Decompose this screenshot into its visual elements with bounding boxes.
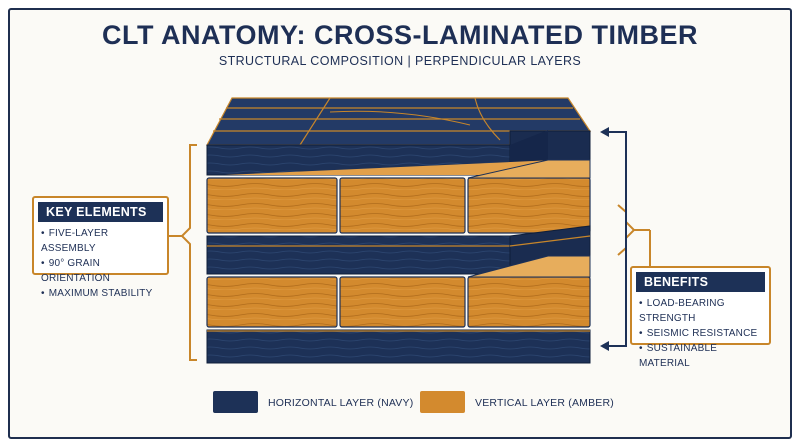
- right-bracket: [617, 204, 651, 268]
- key-element-item: MAXIMUM STABILITY: [41, 286, 161, 301]
- benefit-item: LOAD-BEARING STRENGTH: [639, 296, 763, 326]
- key-elements-callout: KEY ELEMENTS FIVE-LAYER ASSEMBLY 90° GRA…: [32, 196, 169, 299]
- layer-5-horizontal-navy: [206, 329, 591, 364]
- key-element-item: 90° GRAIN ORIENTATION: [41, 256, 161, 286]
- benefits-callout: BENEFITS LOAD-BEARING STRENGTH SEISMIC R…: [630, 266, 771, 369]
- arrow-bottom-icon: [600, 341, 609, 351]
- page-title: CLT ANATOMY: CROSS-LAMINATED TIMBER: [102, 20, 698, 50]
- legend-swatch-navy: [213, 391, 258, 413]
- left-bracket: [165, 144, 197, 361]
- layer-4-vertical-amber: [206, 255, 591, 328]
- key-elements-heading: KEY ELEMENTS: [38, 202, 163, 222]
- layer-1-horizontal-navy: [206, 97, 592, 176]
- key-element-item: FIVE-LAYER ASSEMBLY: [41, 226, 161, 256]
- legend-label-navy: HORIZONTAL LAYER (NAVY): [268, 397, 414, 409]
- arrow-top-icon: [600, 127, 609, 137]
- layer-2-vertical-amber: [206, 159, 591, 234]
- benefits-heading: BENEFITS: [636, 272, 765, 292]
- benefit-item: SUSTAINABLE MATERIAL: [639, 341, 763, 371]
- page-subtitle: STRUCTURAL COMPOSITION | PERPENDICULAR L…: [218, 54, 582, 68]
- legend-label-amber: VERTICAL LAYER (AMBER): [475, 397, 614, 409]
- right-arrow-connector: [606, 131, 627, 347]
- benefit-item: SEISMIC RESISTANCE: [639, 326, 763, 341]
- legend-swatch-amber: [420, 391, 465, 413]
